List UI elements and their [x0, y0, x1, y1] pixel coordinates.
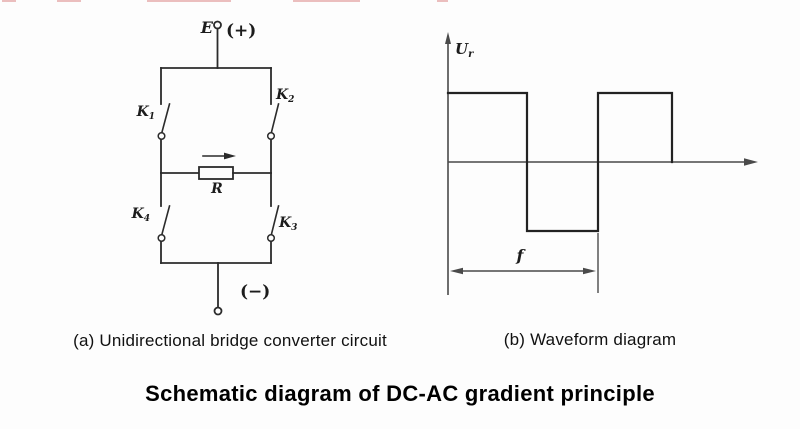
waveform-diagram: Ur f [445, 32, 758, 295]
resistor-label: R [210, 181, 223, 197]
negative-terminal-label: (−) [240, 282, 270, 302]
dimension-arrowhead-left [450, 267, 463, 275]
y-axis [445, 32, 451, 295]
x-axis-arrowhead [744, 158, 758, 166]
positive-terminal-label: (+) [226, 21, 256, 41]
source-label: E [200, 18, 214, 37]
scan-artifact [147, 0, 231, 2]
y-axis-label: Ur [455, 40, 474, 60]
y-axis-arrowhead [445, 32, 451, 44]
current-direction-arrow [202, 152, 236, 160]
period-dimension [450, 233, 599, 293]
switch-k1-label: K1 [136, 104, 155, 122]
scan-artifact [293, 0, 360, 2]
positive-terminal-node [213, 20, 222, 30]
square-wave [446, 91, 674, 233]
resistor-r [198, 166, 234, 180]
figure-title: Schematic diagram of DC-AC gradient prin… [145, 381, 655, 406]
scan-artifact [2, 0, 16, 2]
switch-k4 [157, 205, 171, 243]
scan-artifact [57, 0, 81, 2]
negative-terminal-node [213, 306, 223, 316]
switch-k3-label: K3 [278, 215, 297, 233]
switch-k2-label: K2 [275, 87, 294, 105]
x-axis [448, 158, 758, 166]
bridge-circuit-diagram: E (+) K1 K2 K4 K3 R (−) [131, 18, 297, 316]
switch-k3 [266, 205, 280, 243]
caption-panel-b: (b) Waveform diagram [503, 330, 677, 349]
switch-k4-label: K4 [131, 206, 150, 224]
switch-k1 [157, 103, 171, 141]
switch-k2 [266, 103, 280, 141]
dimension-arrowhead-right [583, 267, 596, 275]
scan-artifact [437, 0, 448, 2]
caption-panel-a: (a) Unidirectional bridge converter circ… [73, 331, 387, 350]
period-label: f [516, 246, 527, 265]
